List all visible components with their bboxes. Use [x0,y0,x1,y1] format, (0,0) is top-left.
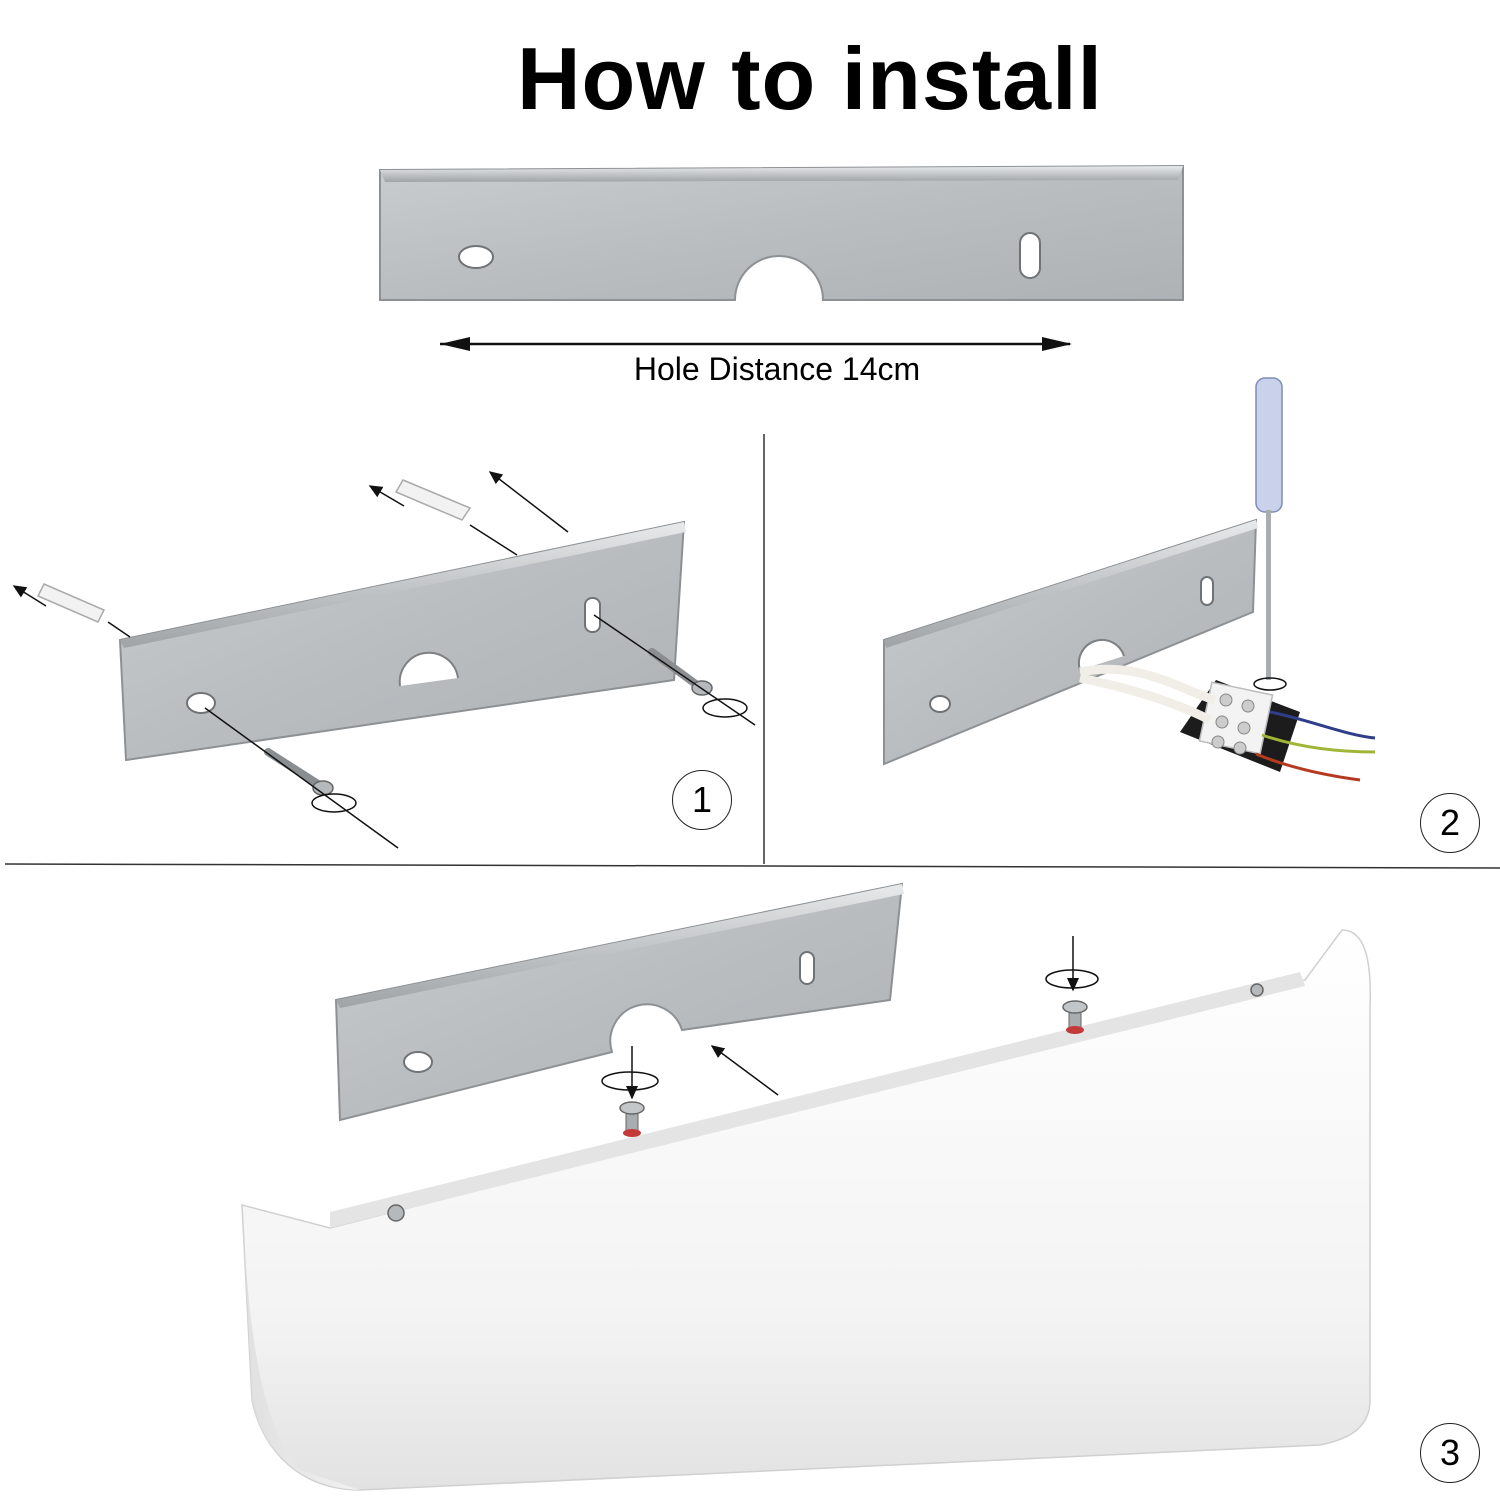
wire-insulated [1079,664,1217,705]
page-title: How to install [517,29,1103,128]
screw-icon [1250,983,1264,997]
screw-icon [387,1204,405,1222]
step-3-number: 3 [1420,1423,1480,1483]
hole-distance-label: Hole Distance 14cm [633,351,921,387]
wire-blue [1269,710,1376,740]
mounting-hole-left [458,245,494,269]
wire-green-yellow [1261,733,1376,754]
step-2-number: 2 [1420,793,1480,853]
light-fixture-body [241,929,1372,1491]
screw-icon [264,748,334,796]
screwdriver-icon [1255,377,1283,680]
wire-red [1255,752,1361,782]
wall-anchor-icon [36,583,106,623]
dimension-arrow-left [440,337,470,351]
wall-anchor-icon [394,479,472,521]
screw-icon [1062,1000,1088,1034]
step-1-number: 1 [672,770,732,830]
panel-divider-horizontal [4,863,1500,869]
screw-icon [619,1101,645,1137]
dimension-arrow-right [1042,337,1072,351]
step-2-illustration [883,377,1376,782]
step-3-illustration [241,882,1372,1491]
step-1-illustration [12,471,756,849]
wire-insulated [1079,673,1213,725]
bracket-top [379,164,1184,301]
mounting-slot-right [1019,232,1041,279]
